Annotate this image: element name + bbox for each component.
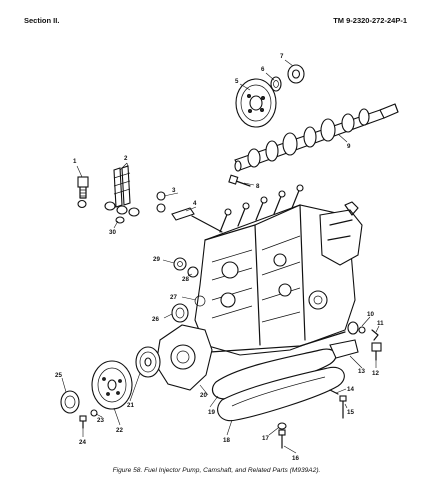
callout-11: 11 [377,320,384,327]
callout-numbers: 1 2 3 4 5 6 7 8 9 10 11 12 13 14 15 16 1… [55,53,384,462]
injector-fitting-1 [77,176,89,199]
bearing-26 [171,303,189,323]
plug-3 [156,191,166,213]
callout-23: 23 [97,417,104,424]
bolt-24 [79,415,87,429]
oil-pan-18 [217,366,345,422]
bracket-13 [329,339,359,359]
document-number: TM 9-2320-272-24P-1 [333,16,407,25]
section-header: Section II. [24,16,60,25]
camshaft [234,103,399,172]
callout-29: 29 [153,256,160,263]
callout-15: 15 [347,409,354,416]
thrust-washer [270,76,282,92]
callout-7: 7 [280,53,284,60]
callout-26: 26 [152,316,159,323]
plug-29 [173,257,187,271]
callout-25: 25 [55,372,62,379]
engine-block [194,184,363,356]
camshaft-gear [235,78,277,128]
injector-pump-2 [77,165,140,217]
callout-6: 6 [261,66,265,73]
callout-28: 28 [182,276,189,283]
stud-15 [339,395,347,419]
camshaft-nut [287,64,305,84]
drain-17 [277,422,287,430]
callout-4: 4 [193,200,197,207]
seal-25 [60,390,80,414]
callout-10: 10 [367,311,374,318]
connector-12 [371,342,382,361]
callout-13: 13 [358,368,365,375]
callout-19: 19 [208,409,215,416]
cover-plate-4 [171,207,223,233]
callout-2: 2 [124,155,128,162]
callout-8: 8 [256,183,260,190]
callout-1: 1 [73,158,77,165]
callout-12: 12 [372,370,379,377]
drive-gear-22 [91,360,133,410]
idler-gear-21 [135,346,161,378]
callout-22: 22 [116,427,123,434]
plug-16 [278,429,286,449]
callout-21: 21 [127,402,134,409]
front-cover-20 [155,324,213,391]
callout-18: 18 [223,437,230,444]
leader-lines [61,59,380,454]
callout-5: 5 [235,78,239,85]
callout-27: 27 [170,294,177,301]
callout-24: 24 [79,439,86,446]
callout-20: 20 [200,392,207,399]
fitting-10 [347,321,366,335]
callout-3: 3 [172,187,176,194]
callout-17: 17 [262,435,269,442]
gasket-19 [211,348,337,400]
bolt-14 [329,389,339,395]
callout-14: 14 [347,386,354,393]
clip-11 [371,329,379,341]
callout-9: 9 [347,143,351,150]
callout-16: 16 [292,455,299,462]
callout-30: 30 [109,229,116,236]
figure-caption: Figure 58. Fuel Injector Pump, Camshaft,… [112,467,321,474]
screw-8 [228,174,251,187]
o-ring-27 [194,295,206,307]
washer-23 [90,409,98,417]
